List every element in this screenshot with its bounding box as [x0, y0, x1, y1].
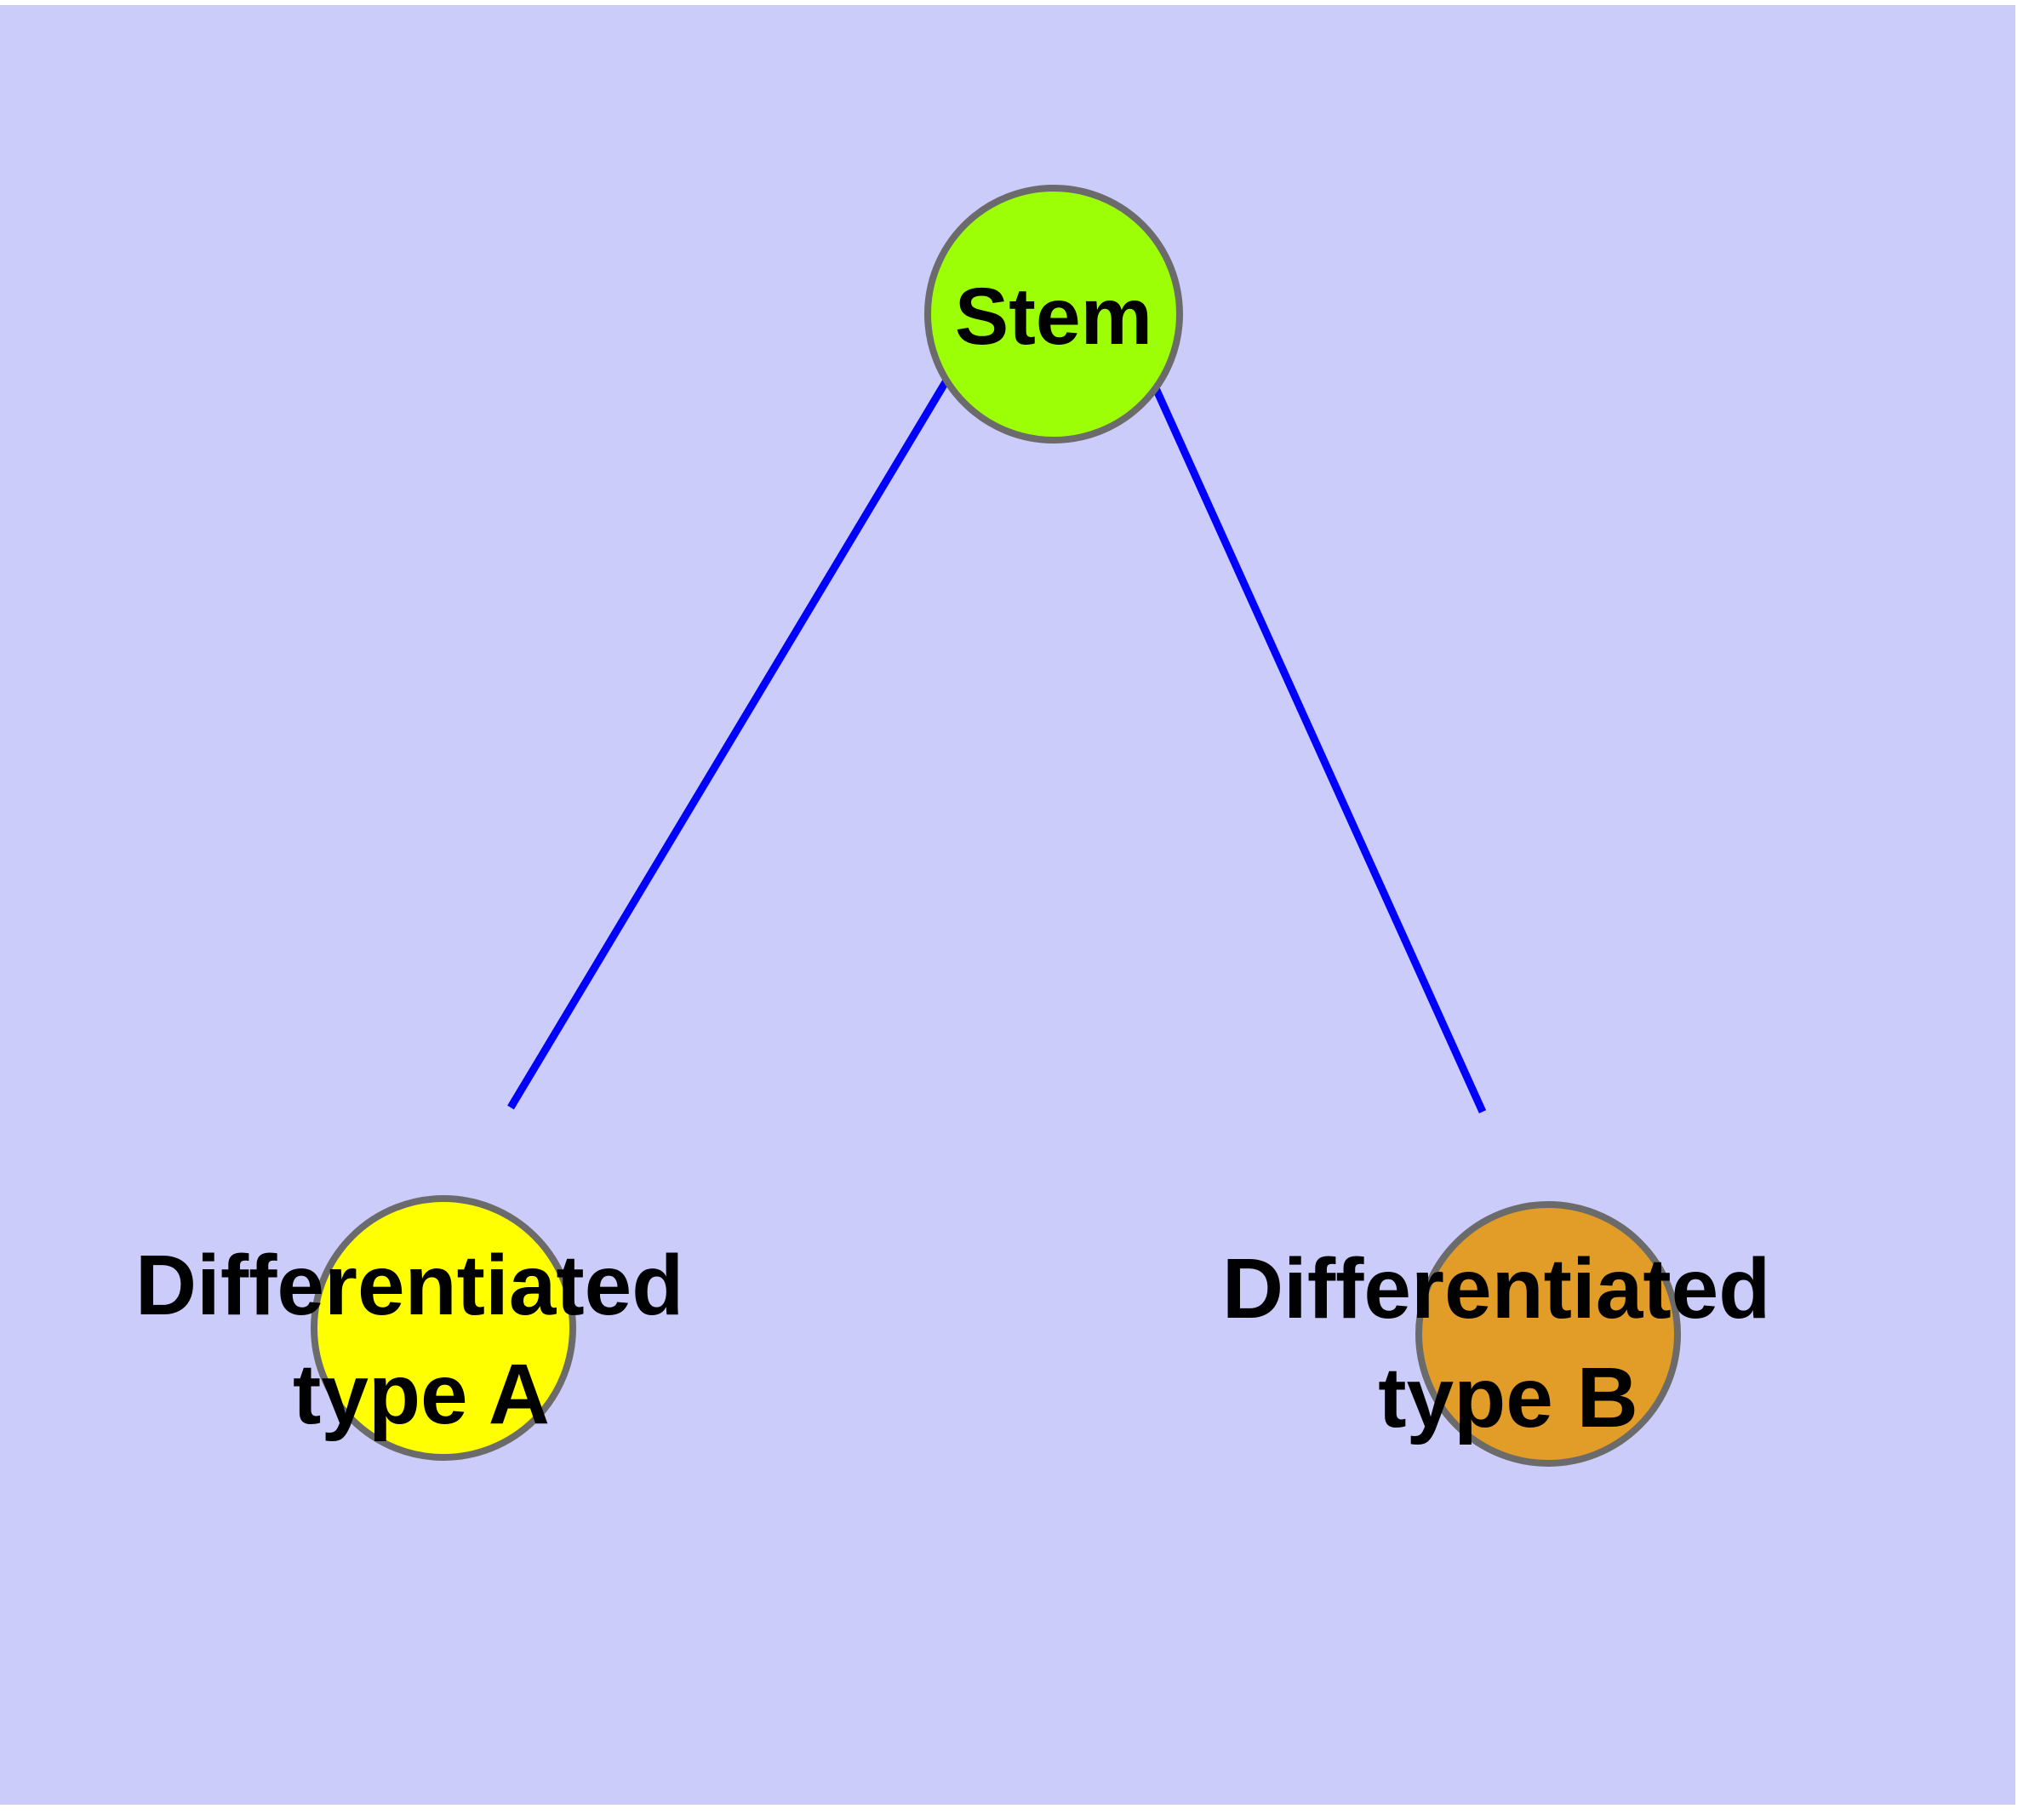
node-differentiated-type-a-label-line-1: Differentiated — [135, 1238, 684, 1333]
node-differentiated-type-a-label: Differentiated type A — [135, 1238, 707, 1442]
node-stem-label-line-1: Stem — [955, 272, 1152, 362]
label-layer: Stem Differentiated type A Differentiate… — [135, 272, 1794, 1445]
node-layer — [311, 185, 1681, 1467]
node-differentiated-type-b-label-line-1: Differentiated — [1222, 1241, 1771, 1336]
node-differentiated-type-b-circle[interactable] — [1415, 1201, 1681, 1467]
node-differentiated-type-b-label-line-2: type B — [1378, 1350, 1638, 1445]
edge-stem-to-differentiated-type-a[interactable] — [507, 314, 988, 1110]
node-stem-circle[interactable] — [924, 185, 1183, 444]
node-stem-label: Stem — [955, 272, 1152, 362]
node-link-graph: Stem Differentiated type A Differentiate… — [135, 185, 1794, 1467]
node-differentiated-type-b-label: Differentiated type B — [1222, 1241, 1794, 1445]
edge-layer — [507, 314, 1487, 1113]
diagram-canvas: Stem Differentiated type A Differentiate… — [0, 5, 2015, 1805]
node-differentiated-type-a-label-line-2: type A — [293, 1347, 550, 1442]
edge-stem-to-differentiated-type-b[interactable] — [1119, 315, 1487, 1113]
node-differentiated-type-a-circle[interactable] — [311, 1195, 576, 1461]
